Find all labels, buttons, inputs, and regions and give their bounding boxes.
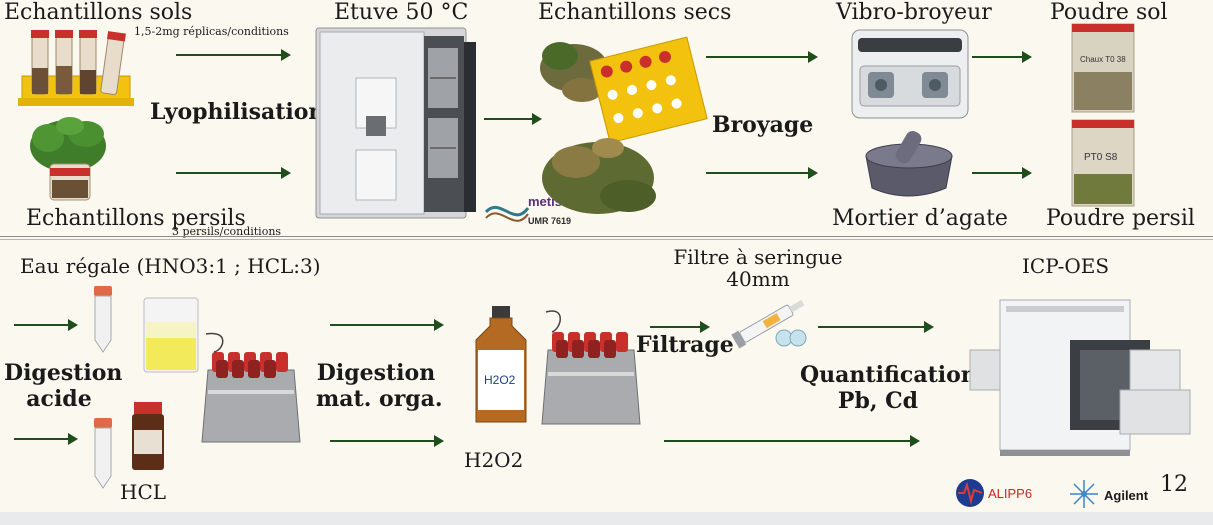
label-vibro-broyeur: Vibro-broyeur (836, 0, 992, 25)
label-broyage: Broyage (712, 112, 814, 138)
powder-bag-sol-image: Chaux T0 38 (1071, 23, 1135, 113)
agate-mortar-image (865, 130, 953, 197)
arrow-acid-in-2 (14, 433, 78, 445)
label-digestion-acide-line1: Digestion (4, 360, 123, 386)
label-quantification: Quantification Pb, Cd (800, 362, 977, 415)
arrow-vibro-to-sol (972, 51, 1032, 63)
agilent-text: Agilent (1104, 488, 1149, 503)
arrow-secs-to-vibro (706, 51, 818, 63)
soil-tubes-image (18, 30, 134, 106)
arrow-to-filtre (650, 321, 710, 333)
label-poudre-sol: Poudre sol (1050, 0, 1168, 25)
label-h2o2: H2O2 (464, 448, 524, 472)
dried-samples-image (540, 36, 708, 214)
hcl-bottle-image (132, 402, 164, 470)
arrow-block1-to-h2o2-bottom (330, 435, 444, 447)
aqua-regia-image (143, 297, 199, 373)
alipp6-logo: ALIPP6 (956, 479, 1032, 507)
label-mortier: Mortier d’agate (832, 206, 1008, 231)
powder-bag-persil-image: PT0 S8 (1071, 119, 1135, 207)
label-quantification-line2: Pb, Cd (837, 388, 919, 415)
falcon-tube-bottom (94, 418, 112, 489)
arrow-block2-to-icp (664, 435, 920, 447)
label-etuve: Etuve 50 °C (334, 0, 469, 25)
oven-image (315, 27, 476, 219)
h2o2-bottle-image: H2O2 (475, 306, 527, 423)
arrow-filtre-to-icp (818, 321, 934, 333)
alipp6-text: ALIPP6 (988, 486, 1032, 501)
label-lyophilisation: Lyophilisation (150, 99, 325, 125)
arrow-persils-to-etuve (176, 167, 291, 179)
label-echantillons-sols: Echantillons sols (4, 0, 193, 25)
bag-persil-text: PT0 S8 (1084, 152, 1118, 163)
metis-umr-text: UMR 7619 (528, 216, 571, 226)
syringe-filter-image (731, 300, 807, 349)
section-divider (0, 236, 1213, 237)
label-digestion-acide-line2: acide (26, 386, 92, 413)
note-replicas: 1,5-2mg réplicas/conditions (134, 25, 289, 38)
arrow-block1-to-h2o2-top (330, 319, 444, 331)
label-filtre-line1: Filtre à seringue (673, 245, 843, 269)
section-divider-secondary (0, 239, 1213, 240)
label-filtre-line2: 40mm (726, 267, 790, 291)
heating-block-2-image (541, 310, 641, 425)
parsley-image (30, 117, 106, 201)
heating-block-1-image (201, 332, 301, 443)
label-digestion-mat: Digestion mat. orga. (316, 360, 443, 413)
vibro-mill-image (851, 29, 969, 119)
arrow-secs-to-mortier (706, 167, 818, 179)
footer-band (0, 512, 1213, 525)
label-hcl: HCL (120, 480, 167, 504)
label-filtrage: Filtrage (636, 332, 734, 358)
label-digestion-acide: Digestion acide (4, 360, 123, 413)
arrow-acid-in-1 (14, 319, 78, 331)
page-number: 12 (1160, 472, 1188, 497)
label-echantillons-secs: Echantillons secs (538, 0, 732, 25)
label-digestion-mat-line1: Digestion (316, 360, 436, 386)
falcon-tube-top (94, 286, 112, 353)
bag-sol-text: Chaux T0 38 (1080, 55, 1126, 64)
arrow-mortier-to-persil (972, 167, 1032, 179)
label-echantillons-persils: Echantillons persils (26, 206, 246, 231)
note-persils: 3 persils/conditions (172, 225, 282, 238)
h2o2-bottle-text: H2O2 (484, 373, 516, 387)
label-icp-oes: ICP-OES (1022, 254, 1110, 278)
label-filtre: Filtre à seringue 40mm (664, 246, 852, 290)
arrow-sols-to-etuve (176, 49, 291, 61)
icp-oes-image (969, 299, 1191, 456)
label-eau-regale: Eau régale (HNO3:1 ; HCL:3) (20, 254, 321, 278)
label-poudre-persil: Poudre persil (1046, 206, 1195, 231)
label-quantification-line1: Quantification (800, 362, 977, 388)
agilent-logo: Agilent (1070, 480, 1149, 508)
arrow-etuve-to-secs (484, 113, 542, 125)
label-digestion-mat-line2: mat. orga. (316, 386, 443, 413)
